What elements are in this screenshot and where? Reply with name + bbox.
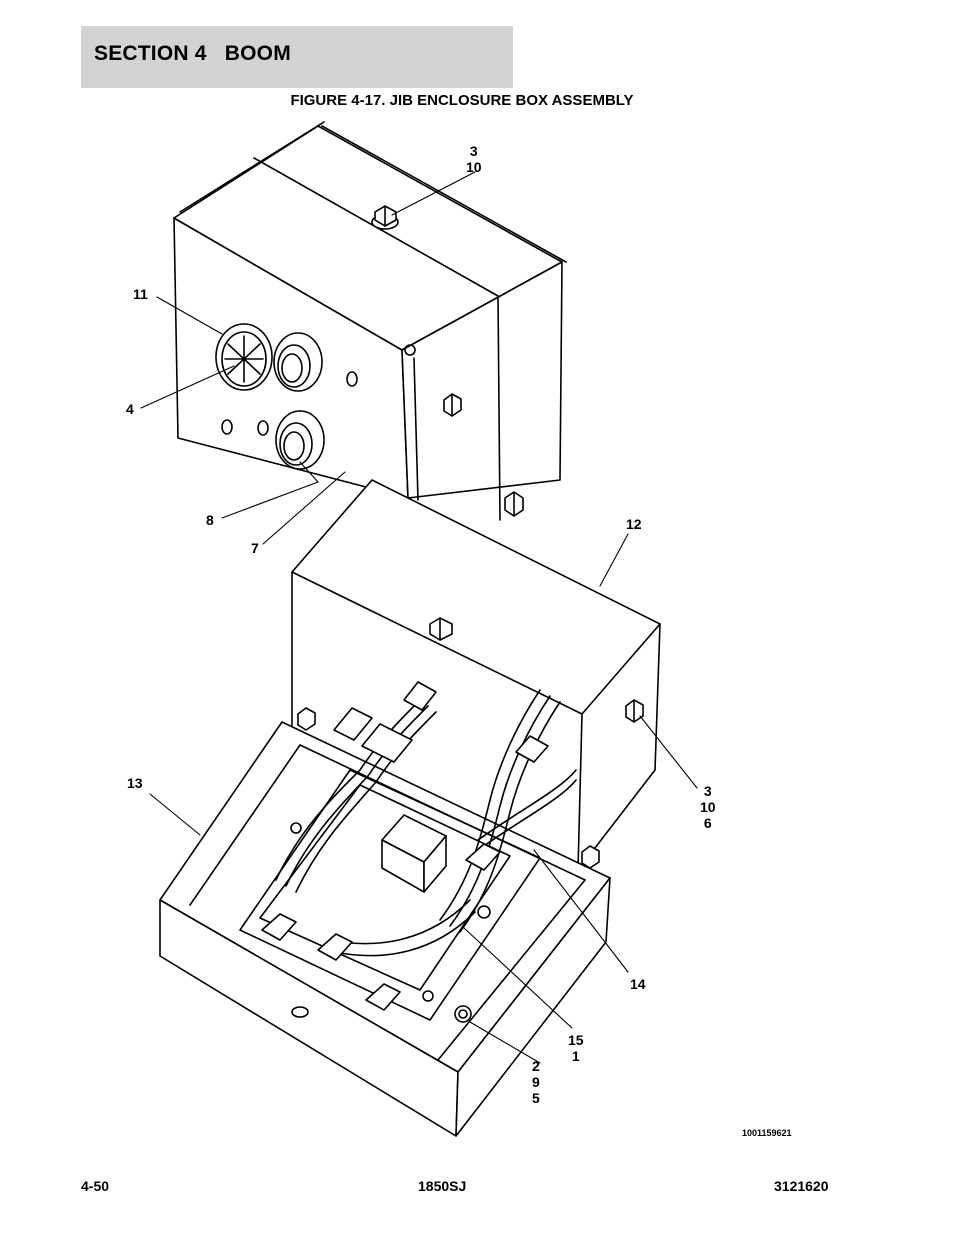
cover-side-bolt-2 bbox=[504, 491, 524, 517]
callout-13: 13 bbox=[127, 775, 143, 791]
section-number: SECTION 4 bbox=[94, 42, 207, 65]
callout-14: 14 bbox=[630, 976, 646, 992]
document-number: 3121620 bbox=[774, 1178, 829, 1194]
cover-side-bolt-1 bbox=[443, 393, 462, 417]
figure-title: FIGURE 4-17. JIB ENCLOSURE BOX ASSEMBLY bbox=[290, 92, 634, 109]
section-title: BOOM bbox=[224, 42, 291, 65]
callout-2-9-5: 2 9 5 bbox=[532, 1058, 540, 1106]
lower-enclosure bbox=[159, 479, 661, 1137]
enclosure-cover bbox=[173, 121, 567, 521]
page-number: 4-50 bbox=[81, 1178, 110, 1194]
cord-grip-lower bbox=[275, 410, 325, 470]
callout-8: 8 bbox=[206, 512, 214, 528]
callout-12: 12 bbox=[626, 516, 642, 532]
cover-top-bolt bbox=[371, 205, 399, 230]
callout-3-10-6: 3 10 6 bbox=[700, 783, 716, 831]
leader-lines bbox=[140, 171, 698, 1064]
cord-grip-upper bbox=[273, 332, 323, 392]
callout-15-1: 15 1 bbox=[568, 1032, 584, 1064]
plug-grommet bbox=[215, 323, 273, 391]
mounting-holes bbox=[221, 371, 358, 436]
section-header: SECTION 4 BOOM bbox=[81, 26, 513, 88]
callout-7: 7 bbox=[251, 540, 259, 556]
callout-3-10-top: 3 10 bbox=[466, 143, 482, 175]
callout-11: 11 bbox=[133, 286, 148, 302]
drawing-id: 1001159621 bbox=[742, 1128, 792, 1138]
callout-4: 4 bbox=[126, 401, 134, 417]
model-name: 1850SJ bbox=[418, 1178, 467, 1194]
